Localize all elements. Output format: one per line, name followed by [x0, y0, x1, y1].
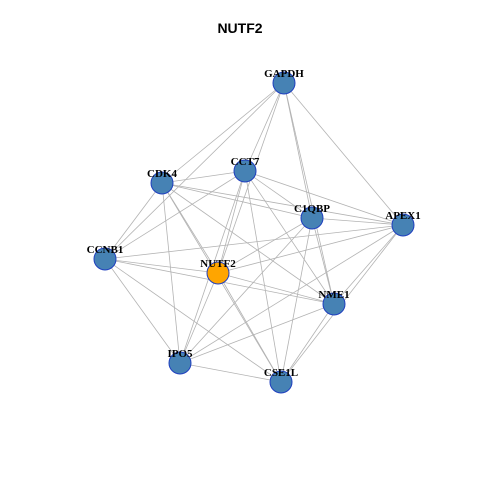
edge-cdk4-apex1: [161, 182, 404, 226]
node-ipo5[interactable]: [168, 351, 192, 375]
edge-apex1-nme1: [333, 224, 404, 305]
edge-nutf2-cse1l: [217, 272, 282, 383]
edge-cct7-c1qbp: [244, 170, 313, 219]
edge-nme1-cse1l: [280, 303, 335, 383]
node-nutf2[interactable]: [206, 261, 230, 285]
edge-nutf2-ipo5: [179, 272, 219, 364]
edge-apex1-nutf2: [217, 224, 404, 274]
node-apex1[interactable]: [391, 213, 415, 237]
edge-cct7-nme1: [244, 170, 335, 305]
edge-ccnb1-ipo5: [104, 258, 181, 364]
edge-ccnb1-nutf2: [104, 258, 219, 274]
node-label-cdk4: CDK4: [147, 168, 177, 180]
edge-gapdh-cdk4: [161, 82, 285, 184]
edge-c1qbp-nutf2: [217, 217, 313, 274]
edge-ipo5-cse1l: [179, 362, 282, 383]
edge-cct7-ccnb1: [104, 170, 246, 260]
edge-apex1-ccnb1: [104, 224, 404, 260]
edge-layer: [104, 82, 404, 383]
node-gapdh[interactable]: [272, 71, 296, 95]
edge-c1qbp-cse1l: [280, 217, 313, 383]
node-ccnb1[interactable]: [93, 247, 117, 271]
node-label-gapdh: GAPDH: [264, 68, 304, 80]
edge-nme1-ipo5: [179, 303, 335, 364]
edge-c1qbp-ipo5: [179, 217, 313, 364]
node-label-apex1: APEX1: [385, 210, 420, 222]
node-label-cct7: CCT7: [231, 156, 260, 168]
node-layer: [93, 71, 415, 394]
edge-cdk4-ipo5: [161, 182, 181, 364]
edge-cct7-apex1: [244, 170, 404, 226]
edge-gapdh-apex1: [283, 82, 404, 226]
node-cse1l[interactable]: [269, 370, 293, 394]
edge-cdk4-ccnb1: [104, 182, 163, 260]
edge-nutf2-nme1: [217, 272, 335, 305]
node-cct7[interactable]: [233, 159, 257, 183]
node-label-cse1l: CSE1L: [264, 367, 298, 379]
node-nme1[interactable]: [322, 292, 346, 316]
node-label-ccnb1: CCNB1: [87, 244, 124, 256]
node-label-ipo5: IPO5: [167, 348, 193, 360]
edge-cct7-nutf2: [217, 170, 246, 274]
node-label-nutf2: NUTF2: [200, 258, 236, 270]
edge-apex1-ipo5: [179, 224, 404, 364]
edge-ccnb1-cse1l: [104, 258, 282, 383]
edge-cdk4-nme1: [161, 182, 335, 305]
node-c1qbp[interactable]: [300, 206, 324, 230]
node-cdk4[interactable]: [150, 171, 174, 195]
edge-cdk4-cct7: [161, 170, 246, 184]
node-label-c1qbp: C1QBP: [294, 203, 330, 215]
node-label-nme1: NME1: [318, 289, 349, 301]
edge-gapdh-cct7: [244, 82, 285, 172]
edge-gapdh-c1qbp: [283, 82, 313, 219]
edge-gapdh-ccnb1: [104, 82, 285, 260]
graph-title: NUTF2: [217, 20, 263, 36]
edge-cct7-cse1l: [244, 170, 282, 383]
edge-gapdh-nme1: [283, 82, 335, 305]
edge-c1qbp-nme1: [311, 217, 335, 305]
edge-c1qbp-apex1: [311, 217, 404, 226]
